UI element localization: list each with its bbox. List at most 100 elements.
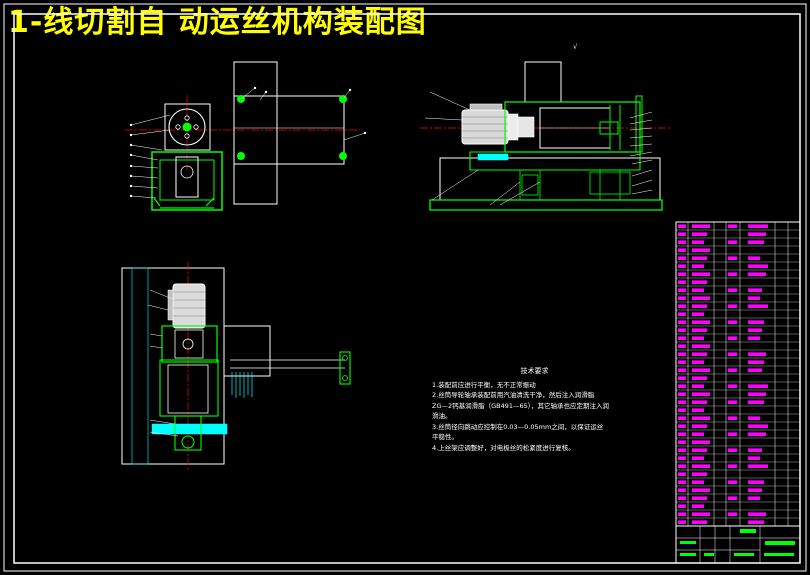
parts-list-cell-text: [678, 352, 686, 356]
parts-list-cell-text: [692, 320, 710, 324]
parts-list-cell-text: [748, 384, 768, 388]
parts-list-cell-text: [728, 320, 737, 324]
requirement-line: 滑油。: [432, 412, 452, 420]
parts-list-cell-text: [728, 336, 737, 340]
parts-list-cell-text: [692, 424, 707, 428]
parts-list-cell-text: [678, 496, 686, 500]
technical-requirements: 技术要求 1.装配前应进行平衡，无不正常振动 2.丝筒导轮轴承装配前用汽油清洗干…: [432, 366, 637, 453]
parts-list-cell-text: [748, 496, 760, 500]
parts-list-cell-text: [748, 304, 768, 308]
parts-list-cell-text: [678, 360, 686, 364]
side-view: [125, 61, 367, 211]
parts-list-cell-text: [678, 304, 686, 308]
parts-list-cell-text: [678, 472, 686, 476]
parts-list-cell-text: [692, 328, 707, 332]
parts-list-cell-text: [678, 416, 686, 420]
parts-list-cell-text: [692, 256, 707, 260]
parts-list-cell-text: [692, 472, 707, 476]
parts-list-cell-text: [692, 376, 707, 380]
parts-list-cell-text: [692, 352, 707, 356]
parts-list-cell-text: [728, 240, 737, 244]
parts-list-cell-text: [678, 432, 686, 436]
parts-list-cell-text: [748, 392, 766, 396]
parts-list-cell-text: [728, 448, 737, 452]
parts-list-cell-text: [692, 464, 710, 468]
parts-list-cell-text: [748, 240, 764, 244]
parts-list-cell-text: [678, 384, 686, 388]
parts-list-cell-text: [678, 408, 686, 412]
parts-list-table: [675, 221, 801, 564]
parts-list-cell-text: [678, 400, 686, 404]
parts-list-cell-text: [748, 488, 762, 492]
parts-list-cell-text: [748, 224, 768, 228]
parts-list-cell-text: [692, 224, 710, 228]
parts-list-cell-text: [748, 464, 768, 468]
requirement-line: 平稳性。: [432, 433, 458, 441]
parts-list-cell-text: [728, 368, 737, 372]
parts-list-cell-text: [692, 456, 704, 460]
parts-list-cell-text: [678, 272, 686, 276]
parts-list-cell-text: [748, 520, 764, 524]
parts-list-cell-text: [748, 368, 762, 372]
parts-list-cell-text: [728, 416, 737, 420]
requirement-line: 3.丝筒径向跳动应控制在0.03—0.05mm之间，以保证运丝: [432, 422, 604, 431]
parts-list-cell-text: [692, 280, 707, 284]
parts-list-cell-text: [728, 384, 737, 388]
parts-list-cell-text: [678, 392, 686, 396]
parts-list-cell-text: [678, 480, 686, 484]
parts-list-cell-text: [678, 312, 686, 316]
parts-list-cell-text: [678, 512, 686, 516]
parts-list-cell-text: [678, 440, 686, 444]
parts-list-cell-text: [678, 240, 686, 244]
parts-list-cell-text: [678, 376, 686, 380]
parts-list-cell-text: [728, 480, 737, 484]
parts-list-cell-text: [678, 264, 686, 268]
parts-list-cell-text: [728, 512, 737, 516]
parts-list-cell-text: [692, 520, 707, 524]
parts-list-cell-text: [748, 296, 760, 300]
parts-list-cell-text: [748, 480, 764, 484]
parts-list-cell-text: [678, 224, 686, 228]
parts-list-cell-text: [678, 456, 686, 460]
parts-list-cell-text: [728, 256, 737, 260]
parts-list-cell-text: [678, 464, 686, 468]
parts-list-cell-text: [728, 496, 737, 500]
parts-list-cell-text: [692, 288, 704, 292]
parts-list-cell-text: [678, 424, 686, 428]
parts-list-cell-text: [748, 328, 762, 332]
parts-list-cell-text: [692, 488, 710, 492]
parts-list-cell-text: [728, 432, 737, 436]
parts-list-cell-text: [678, 280, 686, 284]
parts-list-cell-text: [678, 328, 686, 332]
parts-list-cell-text: [748, 232, 766, 236]
requirement-line: 1.装配前应进行平衡，无不正常振动: [432, 380, 536, 389]
parts-list-cell-text: [728, 400, 737, 404]
parts-list-cell-text: [692, 336, 704, 340]
parts-list-cell-text: [728, 464, 737, 468]
parts-list-cell-text: [692, 392, 710, 396]
parts-list-cell-text: [748, 288, 762, 292]
parts-list-cell-text: [678, 288, 686, 292]
parts-list-cell-text: [678, 504, 686, 508]
parts-list-cell-text: [728, 272, 737, 276]
parts-list-cell-text: [678, 296, 686, 300]
parts-list-cell-text: [748, 424, 768, 428]
parts-list-cell-text: [748, 264, 768, 268]
parts-list-cell-text: [692, 408, 704, 412]
parts-list-cell-text: [692, 296, 710, 300]
parts-list-cell-text: [692, 512, 710, 516]
parts-list-cell-text: [728, 224, 737, 228]
parts-list-cell-text: [692, 240, 704, 244]
parts-list-cell-text: [692, 480, 704, 484]
parts-list-cell-text: [748, 448, 762, 452]
parts-list-cell-text: [692, 448, 707, 452]
parts-list-cell-text: [692, 344, 710, 348]
parts-list-cell-text: [692, 440, 710, 444]
parts-list-cell-text: [692, 360, 704, 364]
technical-requirements-heading: 技术要求: [520, 367, 549, 375]
parts-list-cell-text: [748, 512, 766, 516]
parts-list-cell-text: [692, 416, 710, 420]
parts-list-cell-text: [748, 320, 764, 324]
drawing-title: 1-线切割自 动运丝机构装配图: [8, 5, 427, 40]
